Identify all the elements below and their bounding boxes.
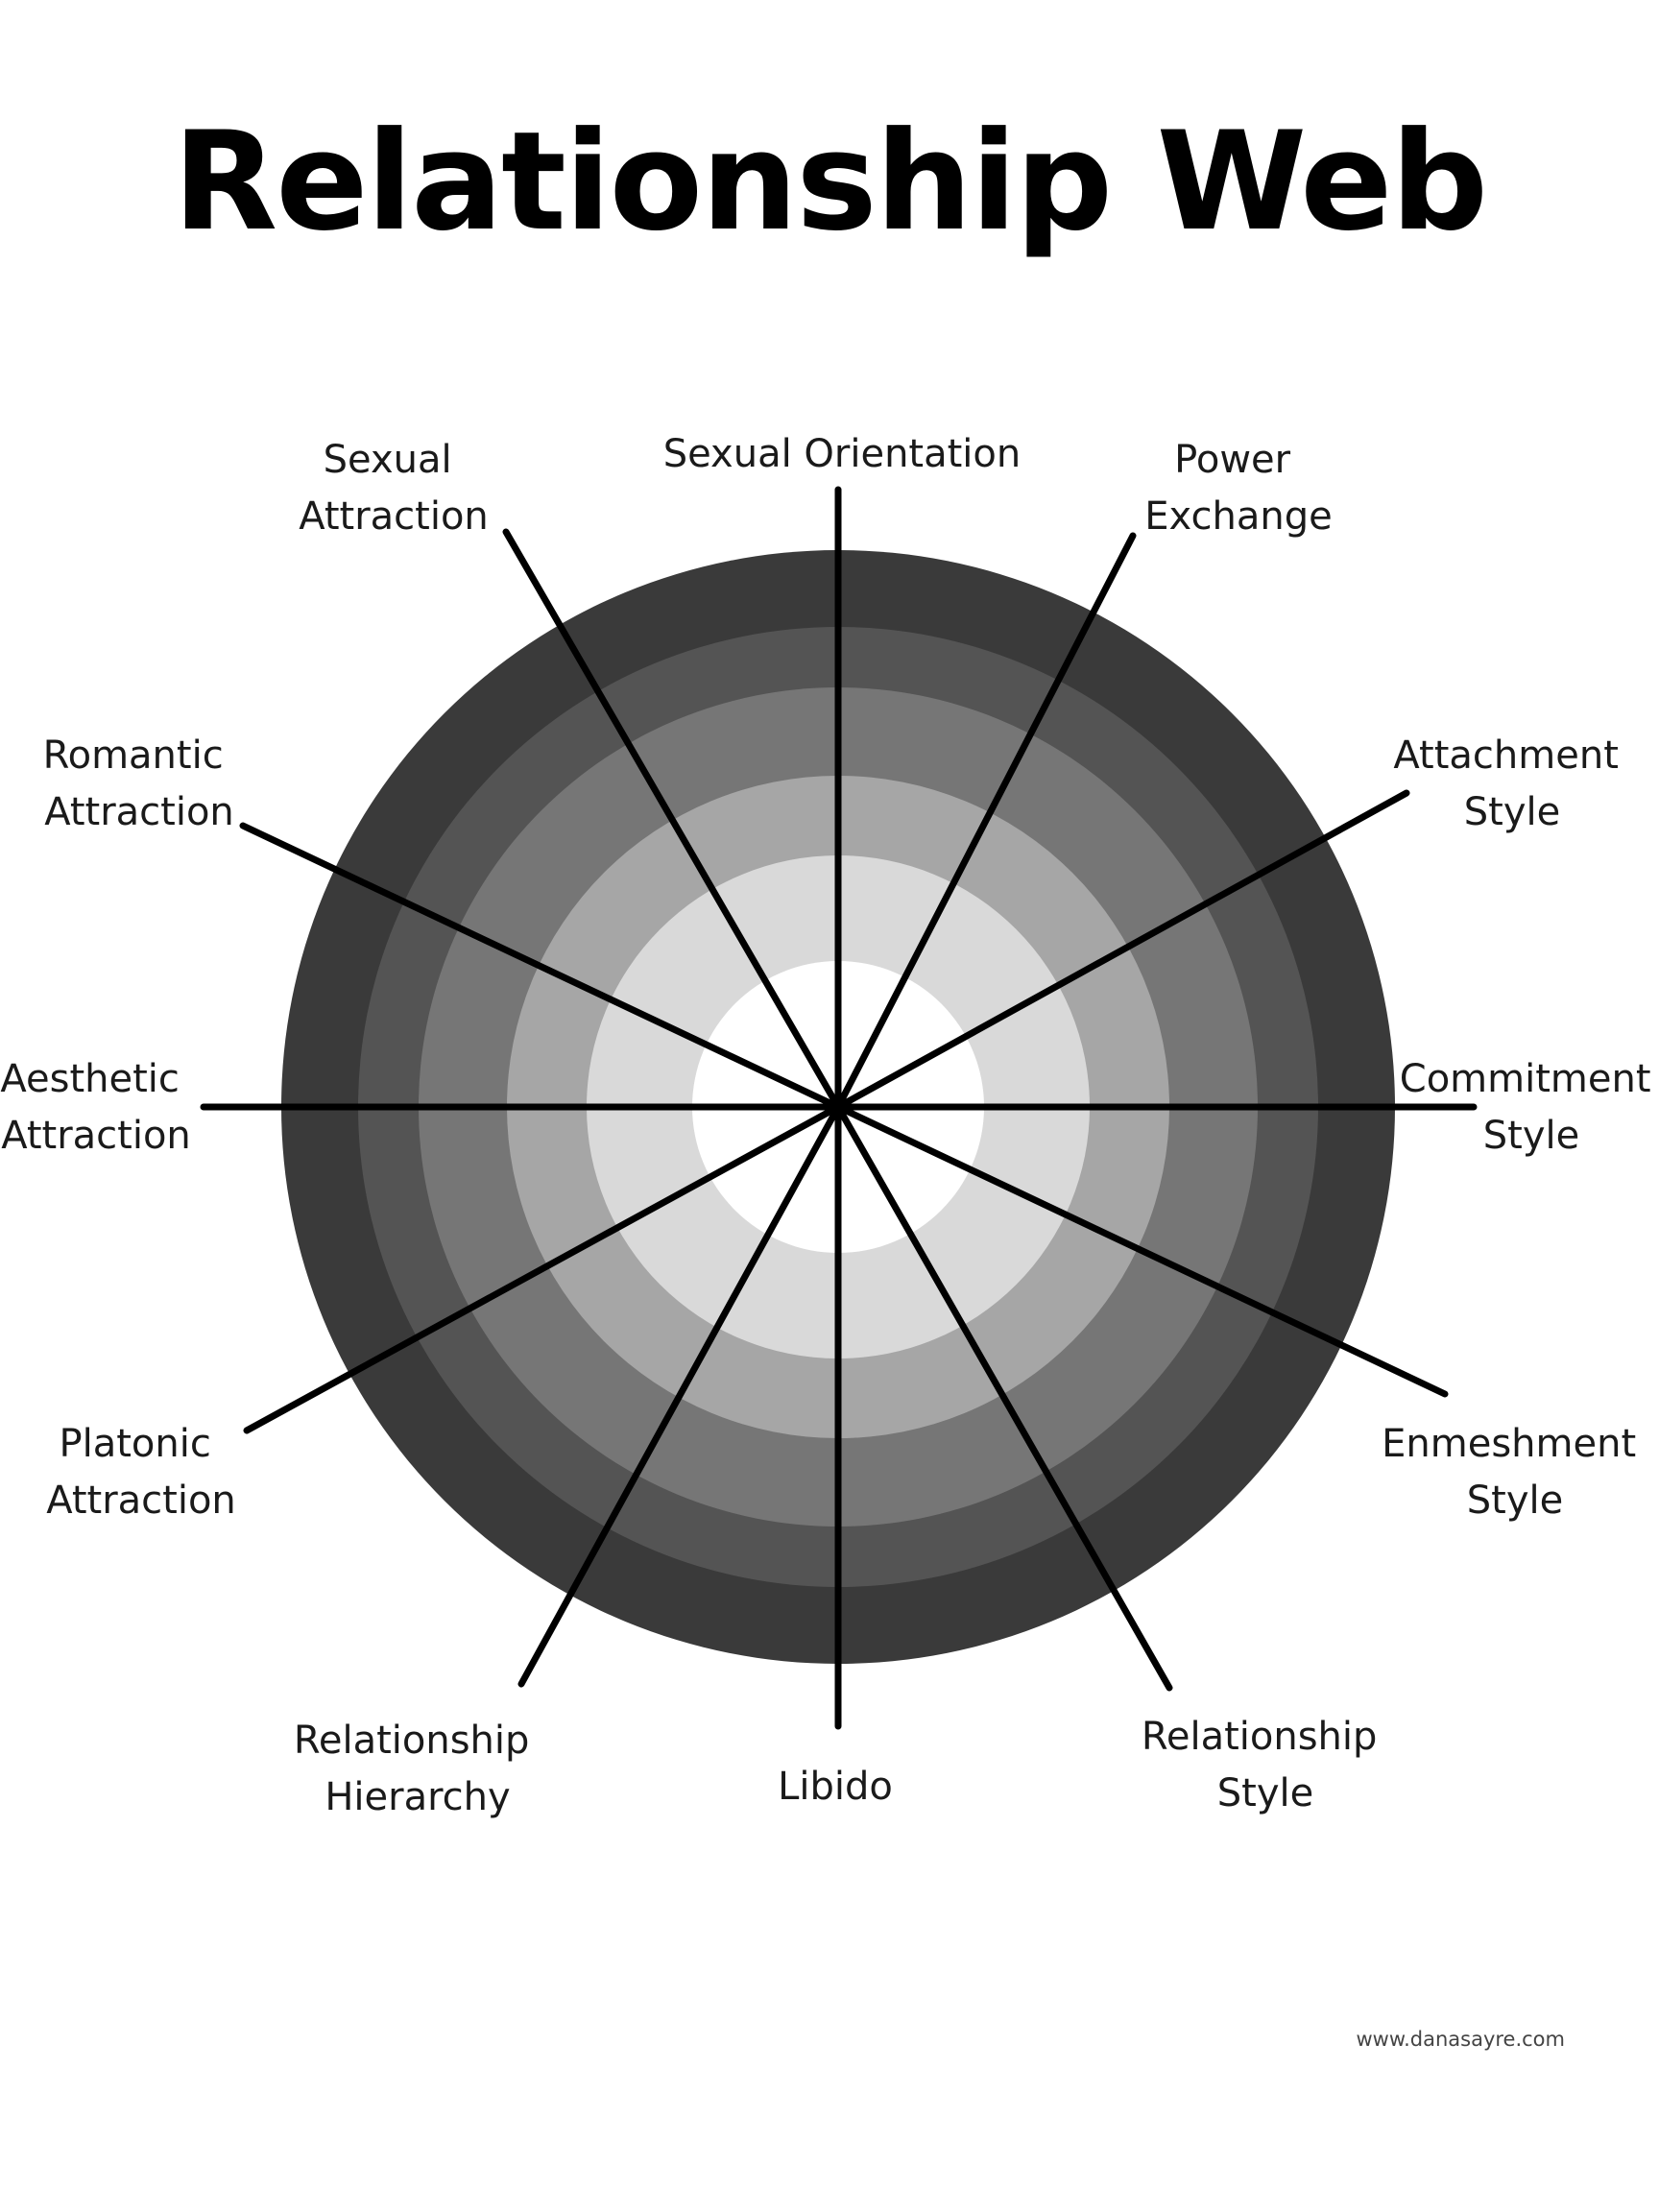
label-line: Attraction	[46, 1479, 236, 1523]
label-line: Exchange	[1144, 494, 1332, 539]
label-attachment-style: Attachment Style	[1393, 733, 1630, 834]
axis-labels: Sexual Orientation Power Exchange Attach…	[0, 432, 1659, 1819]
spoke-romantic-attraction	[239, 822, 842, 1111]
label-line: Relationship	[1142, 1715, 1378, 1759]
label-sexual-attraction: Sexual Attraction	[299, 438, 489, 539]
label-line: Style	[1467, 1479, 1563, 1523]
label-line: Commitment	[1400, 1057, 1651, 1101]
label-line: Aesthetic	[0, 1057, 180, 1101]
spoke-relationship-hierarchy	[517, 1103, 842, 1688]
label-commitment-style: Commitment Style	[1400, 1057, 1659, 1158]
page-title: Relationship Web	[172, 103, 1488, 261]
label-line: Relationship	[294, 1719, 530, 1763]
label-platonic-attraction: Platonic Attraction	[46, 1422, 236, 1523]
spoke-relationship-style	[834, 1103, 1173, 1692]
label-line: Libido	[778, 1765, 893, 1809]
spoke-platonic-attraction	[243, 1103, 842, 1434]
label-line: Style	[1483, 1114, 1579, 1158]
label-line: Style	[1217, 1771, 1313, 1815]
label-line: Romantic	[43, 733, 224, 778]
label-line: Platonic	[59, 1422, 210, 1466]
label-power-exchange: Power Exchange	[1144, 438, 1332, 539]
spoke-enmeshment-style	[834, 1103, 1449, 1398]
label-line: Attraction	[299, 494, 489, 539]
label-relationship-style: Relationship Style	[1142, 1715, 1389, 1815]
label-line: Hierarchy	[325, 1775, 510, 1819]
label-line: Attachment	[1393, 733, 1619, 778]
label-line: Power	[1174, 438, 1290, 482]
label-line: Sexual Orientation	[663, 432, 1021, 476]
label-line: Style	[1464, 790, 1560, 834]
label-line: Attraction	[1, 1114, 191, 1158]
label-romantic-attraction: Romantic Attraction	[43, 733, 236, 834]
label-line: Sexual	[324, 438, 452, 482]
label-relationship-hierarchy: Relationship Hierarchy	[294, 1719, 541, 1819]
label-libido: Libido	[778, 1765, 893, 1809]
label-sexual-orientation: Sexual Orientation	[663, 432, 1021, 476]
label-line: Attraction	[44, 790, 234, 834]
label-enmeshment-style: Enmeshment Style	[1382, 1422, 1648, 1523]
spoke-attachment-style	[834, 789, 1410, 1111]
spoke-sexual-attraction	[502, 528, 842, 1111]
footer-url: www.danasayre.com	[1356, 2028, 1565, 2051]
label-line: Enmeshment	[1382, 1422, 1636, 1466]
label-aesthetic-attraction: Aesthetic Attraction	[0, 1057, 191, 1158]
spoke-power-exchange	[834, 532, 1137, 1111]
spokes	[200, 486, 1478, 1730]
